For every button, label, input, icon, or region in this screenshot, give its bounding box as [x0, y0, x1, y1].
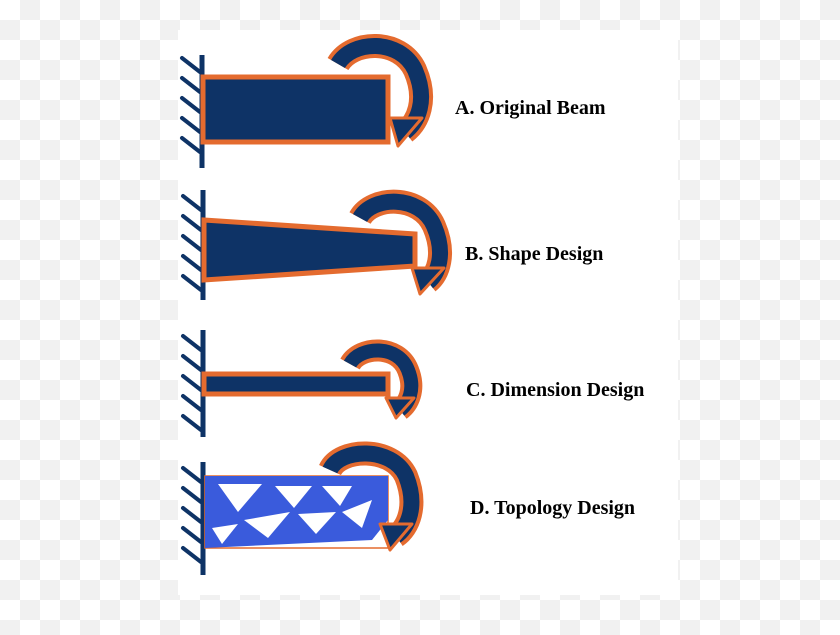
shape-design-group [181, 189, 452, 300]
tapered-beam [201, 217, 418, 283]
topology-structure [205, 476, 388, 548]
fixed-wall-support-icon [180, 55, 205, 168]
label-topology-design: D. Topology Design [470, 497, 636, 519]
curved-moment-arrow-icon [349, 189, 452, 296]
thin-beam [201, 371, 391, 397]
curved-moment-arrow-icon [327, 34, 434, 148]
label-dimension-design: C. Dimension Design [466, 379, 645, 401]
label-shape-design: B. Shape Design [465, 243, 604, 265]
curved-moment-arrow-icon [340, 339, 423, 420]
fixed-wall-support-icon [181, 462, 206, 575]
curved-moment-arrow-icon [319, 441, 424, 552]
original-beam-group [180, 34, 434, 168]
label-original-beam: A. Original Beam [455, 97, 606, 119]
fixed-wall-support-icon [181, 330, 206, 437]
dimension-design-group [181, 330, 423, 437]
topology-design-group [181, 441, 424, 575]
original-beam [200, 74, 391, 145]
fixed-wall-support-icon [181, 190, 206, 300]
